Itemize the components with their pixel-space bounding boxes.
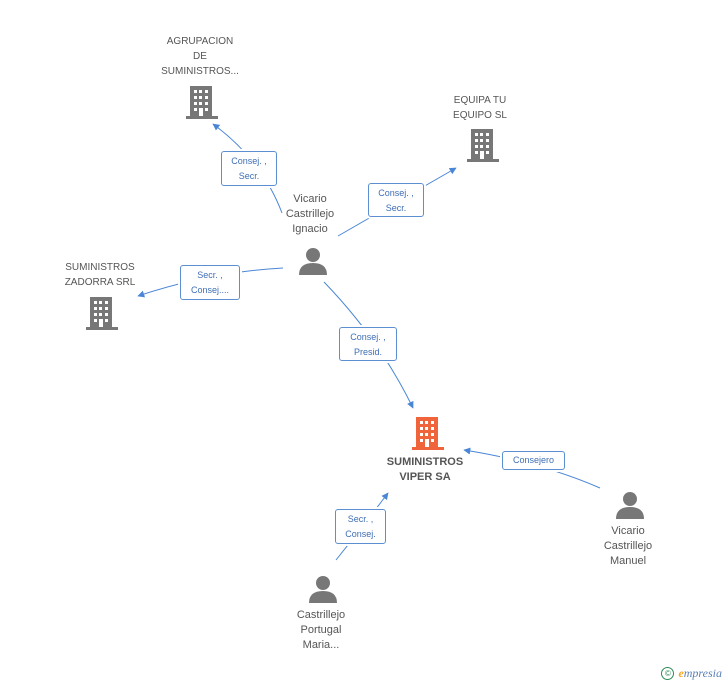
label-line: Vicario [611, 525, 645, 537]
node-label-zadorra[interactable]: SUMINISTROS ZADORRA SRL [50, 260, 150, 290]
edge-label-line: Secr. [238, 171, 260, 181]
node-label-viper[interactable]: SUMINISTROS VIPER SA [375, 455, 475, 485]
label-line: Castrillejo [285, 208, 335, 220]
building-icon[interactable] [467, 129, 499, 162]
node-label-maria[interactable]: Castrillejo Portugal Maria... [281, 608, 361, 653]
edge-label-ignacio-viper[interactable]: Consej. , Presid. [339, 327, 397, 361]
edge-label-maria-viper[interactable]: Secr. , Consej. [335, 509, 386, 544]
footer-credit: © empresia [661, 666, 722, 681]
brand-first: e [678, 666, 684, 680]
edge-label-manuel-viper[interactable]: Consejero [502, 451, 565, 470]
person-icon[interactable] [299, 248, 327, 275]
person-icon[interactable] [309, 576, 337, 603]
label-line: SUMINISTROS [65, 262, 135, 273]
node-label-equipa[interactable]: EQUIPA TU EQUIPO SL [440, 93, 520, 123]
edge-label-line: Secr. , [347, 514, 374, 524]
brand-logo[interactable]: empresia [678, 666, 722, 681]
copyright-icon: © [661, 667, 675, 680]
node-label-ignacio[interactable]: Vicario Castrillejo Ignacio [270, 192, 350, 237]
label-line: Maria... [302, 639, 340, 651]
edge-label-line: Consej. [345, 529, 376, 539]
label-line: Manuel [609, 555, 647, 567]
building-icon[interactable] [186, 86, 218, 119]
label-line: Portugal [300, 624, 342, 636]
label-line: SUMINISTROS [386, 456, 464, 468]
label-line: Castrillejo [603, 540, 653, 552]
label-line: ZADORRA SRL [64, 277, 136, 288]
edge-label-ignacio-agrupacion[interactable]: Consej. , Secr. [221, 151, 277, 186]
edge-label-line: Secr. , [197, 270, 223, 280]
label-line: Ignacio [292, 223, 328, 235]
label-line: Vicario [293, 193, 327, 205]
edge-label-line: Consejero [512, 455, 555, 465]
edge-label-line: Consej.... [190, 285, 230, 295]
label-line: VIPER SA [399, 471, 451, 483]
node-label-manuel[interactable]: Vicario Castrillejo Manuel [588, 524, 668, 569]
person-icon[interactable] [616, 492, 644, 519]
label-line: DE [193, 51, 207, 62]
edge-label-line: Consej. , [231, 156, 267, 166]
edge-label-ignacio-equipa[interactable]: Consej. , Secr. [368, 183, 424, 217]
building-icon-main[interactable] [412, 417, 444, 450]
edge-label-ignacio-zadorra[interactable]: Secr. , Consej.... [180, 265, 240, 300]
edge-label-line: Consej. , [378, 188, 414, 198]
label-line: EQUIPA TU [453, 95, 507, 106]
edge-label-line: Presid. [353, 347, 382, 357]
label-line: SUMINISTROS... [161, 66, 239, 77]
label-line: AGRUPACION [166, 36, 234, 47]
brand-rest: mpresia [683, 666, 722, 680]
edge-label-line: Consej. , [350, 332, 386, 342]
label-line: EQUIPO SL [453, 110, 507, 121]
label-line: Castrillejo [296, 609, 346, 621]
edge-label-line: Secr. [385, 203, 407, 213]
node-label-agrupacion[interactable]: AGRUPACION DE SUMINISTROS... [150, 34, 250, 79]
building-icon[interactable] [86, 297, 118, 330]
